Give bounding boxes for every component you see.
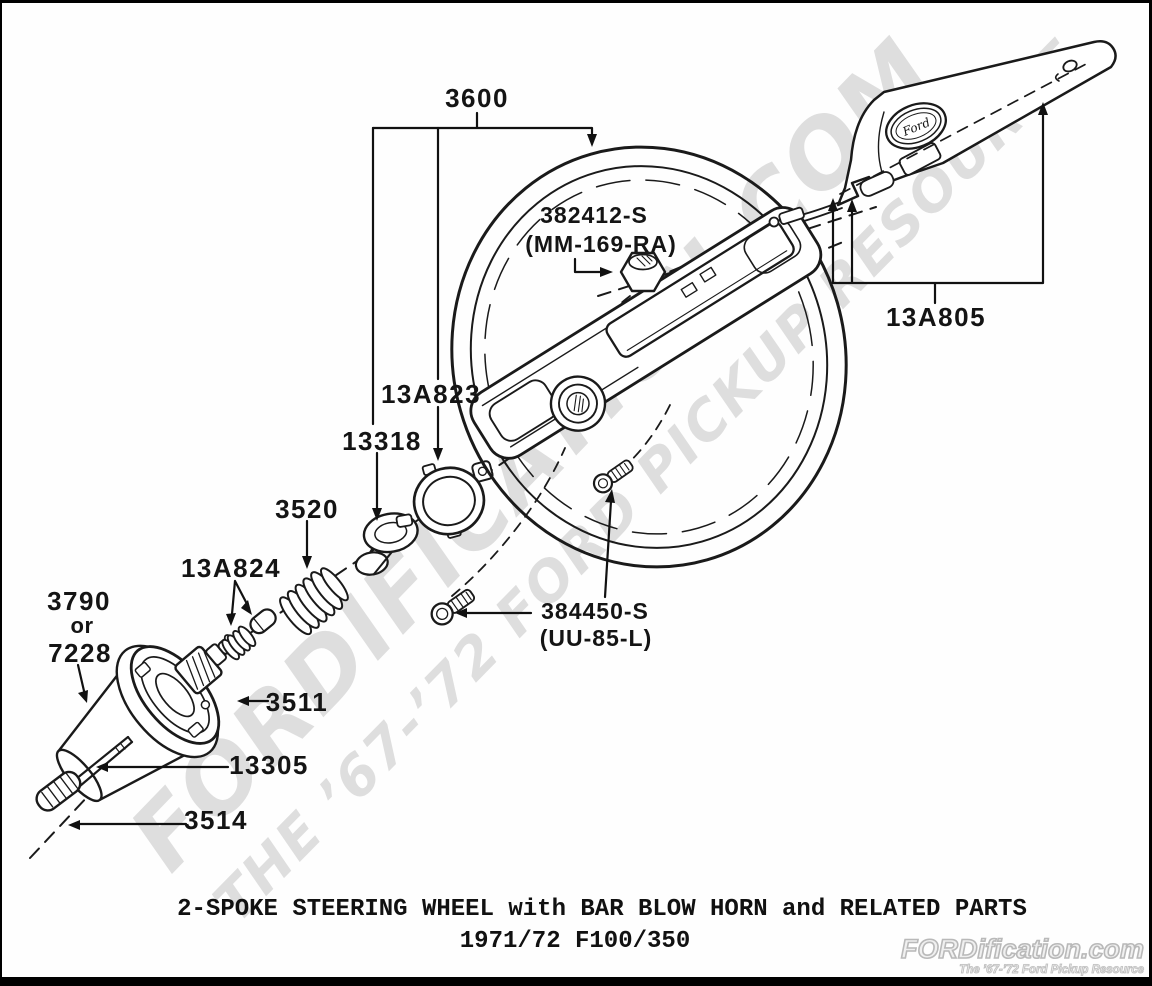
part-label-3511: 3511	[265, 687, 329, 717]
wheel-hub	[549, 375, 607, 432]
horn-large-spring	[279, 567, 349, 636]
horn-contact-ring	[412, 460, 494, 539]
part-label-3790: 3790	[47, 586, 111, 616]
part-label-13a824: 13A824	[180, 553, 282, 583]
part-label-3790-or: or	[70, 613, 94, 638]
diagram-title: 2-SPOKE STEERING WHEEL with BAR BLOW HOR…	[177, 896, 1027, 923]
horn-bar: Ford	[768, 40, 1117, 228]
site-logo-subtitle: The ’67-’72 Ford Pickup Resource	[959, 963, 1145, 976]
part-label-7228: 7228	[48, 638, 112, 668]
diagram-subtitle: 1971/72 F100/350	[459, 928, 691, 955]
part-label-13a805: 13A805	[885, 302, 987, 332]
spoke-bar	[469, 206, 823, 460]
part-label-382412s-spec: (MM-169-RA)	[525, 231, 677, 257]
screw-upper	[592, 459, 634, 494]
leader-lines	[76, 111, 1045, 826]
ford-oval-logo: Ford	[885, 102, 947, 150]
site-logo: FORDification.com The ’67-’72 Ford Picku…	[900, 933, 1145, 977]
turn-signal-lever	[35, 735, 134, 812]
part-label-13318: 13318	[342, 426, 422, 456]
screw-lower	[430, 588, 476, 626]
site-logo-title: FORDification.com	[900, 933, 1145, 964]
cancelling-cam	[354, 512, 419, 576]
horn-plunger	[249, 608, 277, 635]
part-label-382412s: 382412-S	[540, 202, 648, 228]
arrowheads	[68, 102, 1048, 830]
part-label-13a823: 13A823	[380, 379, 482, 409]
horn-wire	[768, 201, 843, 228]
part-label-384450s: 384450-S	[541, 598, 649, 624]
shaft-nut	[619, 251, 667, 293]
part-label-3514: 3514	[184, 805, 248, 835]
horn-small-spring	[221, 625, 257, 661]
part-label-384450s-spec: (UU-85-L)	[539, 625, 653, 651]
part-label-3520: 3520	[275, 494, 339, 524]
part-label-13305: 13305	[229, 750, 309, 780]
part-label-3600: 3600	[445, 83, 509, 113]
